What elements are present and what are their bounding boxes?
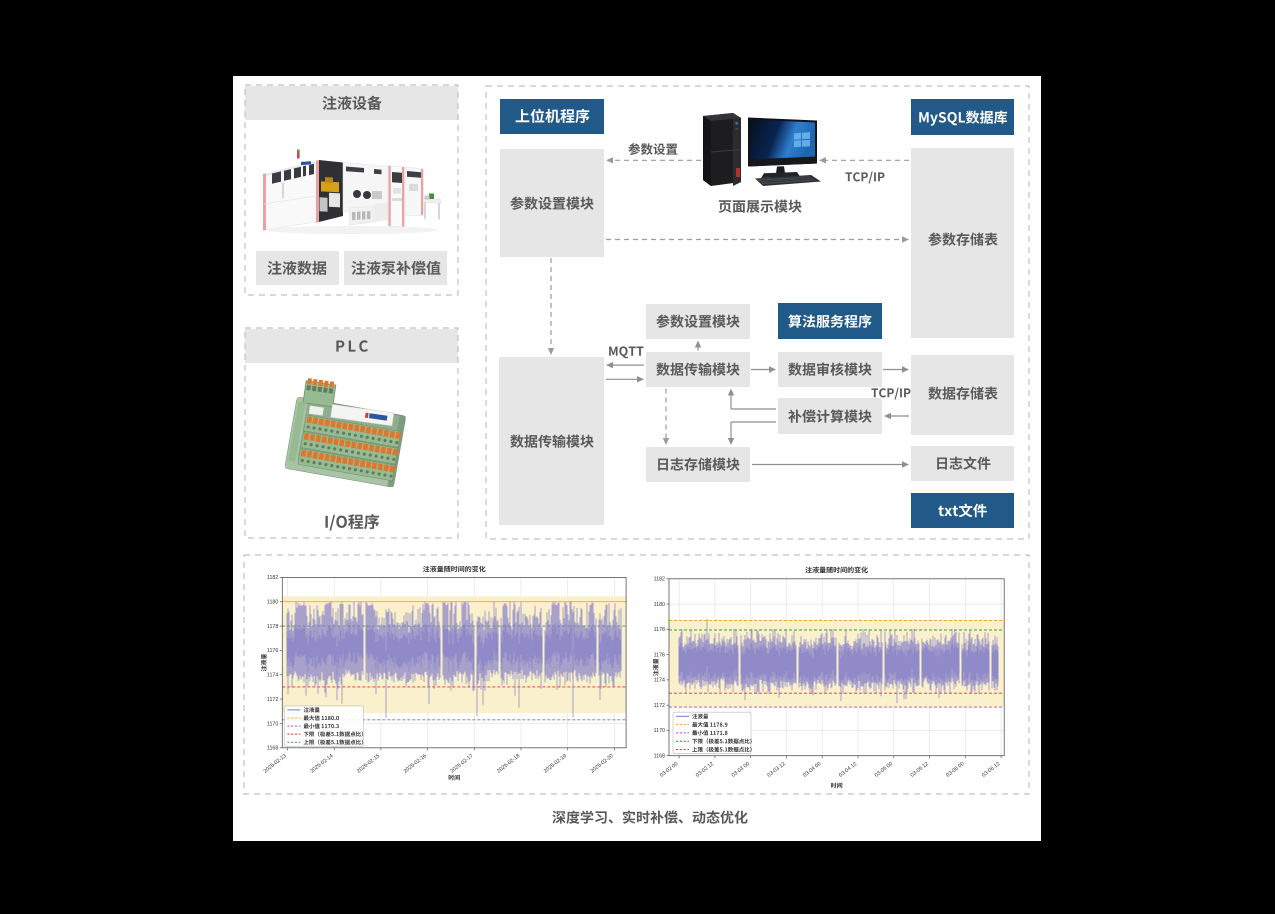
svg-text:1176: 1176 bbox=[267, 648, 278, 654]
svg-text:1174: 1174 bbox=[267, 673, 278, 679]
svg-text:1170: 1170 bbox=[654, 728, 665, 734]
svg-text:1172: 1172 bbox=[654, 703, 665, 709]
svg-text:1182: 1182 bbox=[267, 575, 278, 581]
svg-text:1180: 1180 bbox=[654, 602, 665, 608]
svg-text:1168: 1168 bbox=[654, 754, 665, 760]
svg-text:1182: 1182 bbox=[654, 577, 665, 583]
svg-text:1172: 1172 bbox=[267, 697, 278, 703]
svg-text:1180: 1180 bbox=[267, 600, 278, 606]
svg-text:1178: 1178 bbox=[267, 624, 278, 630]
svg-text:1176: 1176 bbox=[654, 652, 665, 658]
svg-text:1170: 1170 bbox=[267, 721, 278, 727]
svg-text:1168: 1168 bbox=[267, 746, 278, 752]
svg-text:1178: 1178 bbox=[654, 627, 665, 633]
svg-text:1174: 1174 bbox=[654, 678, 665, 684]
